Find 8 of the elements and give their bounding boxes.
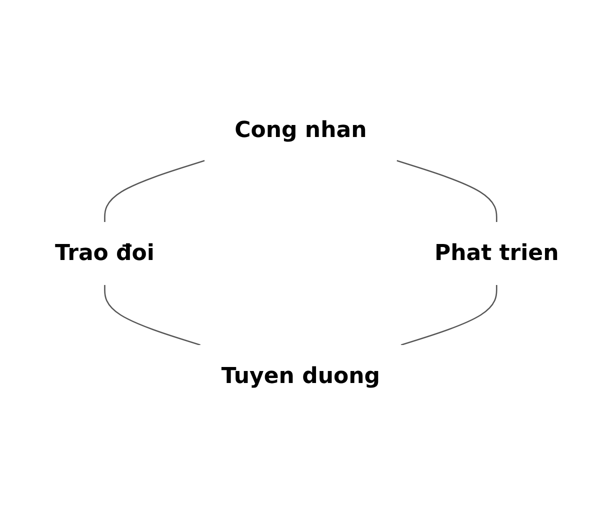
connector (104, 160, 204, 222)
connector (396, 160, 497, 222)
node-text: Phat trien (434, 241, 558, 266)
connector (104, 285, 200, 346)
connector (400, 285, 497, 346)
node-text: Trao đoi (54, 241, 154, 266)
node-text: Cong nhan (234, 118, 366, 143)
node-text: Tuyen duong (220, 364, 380, 389)
